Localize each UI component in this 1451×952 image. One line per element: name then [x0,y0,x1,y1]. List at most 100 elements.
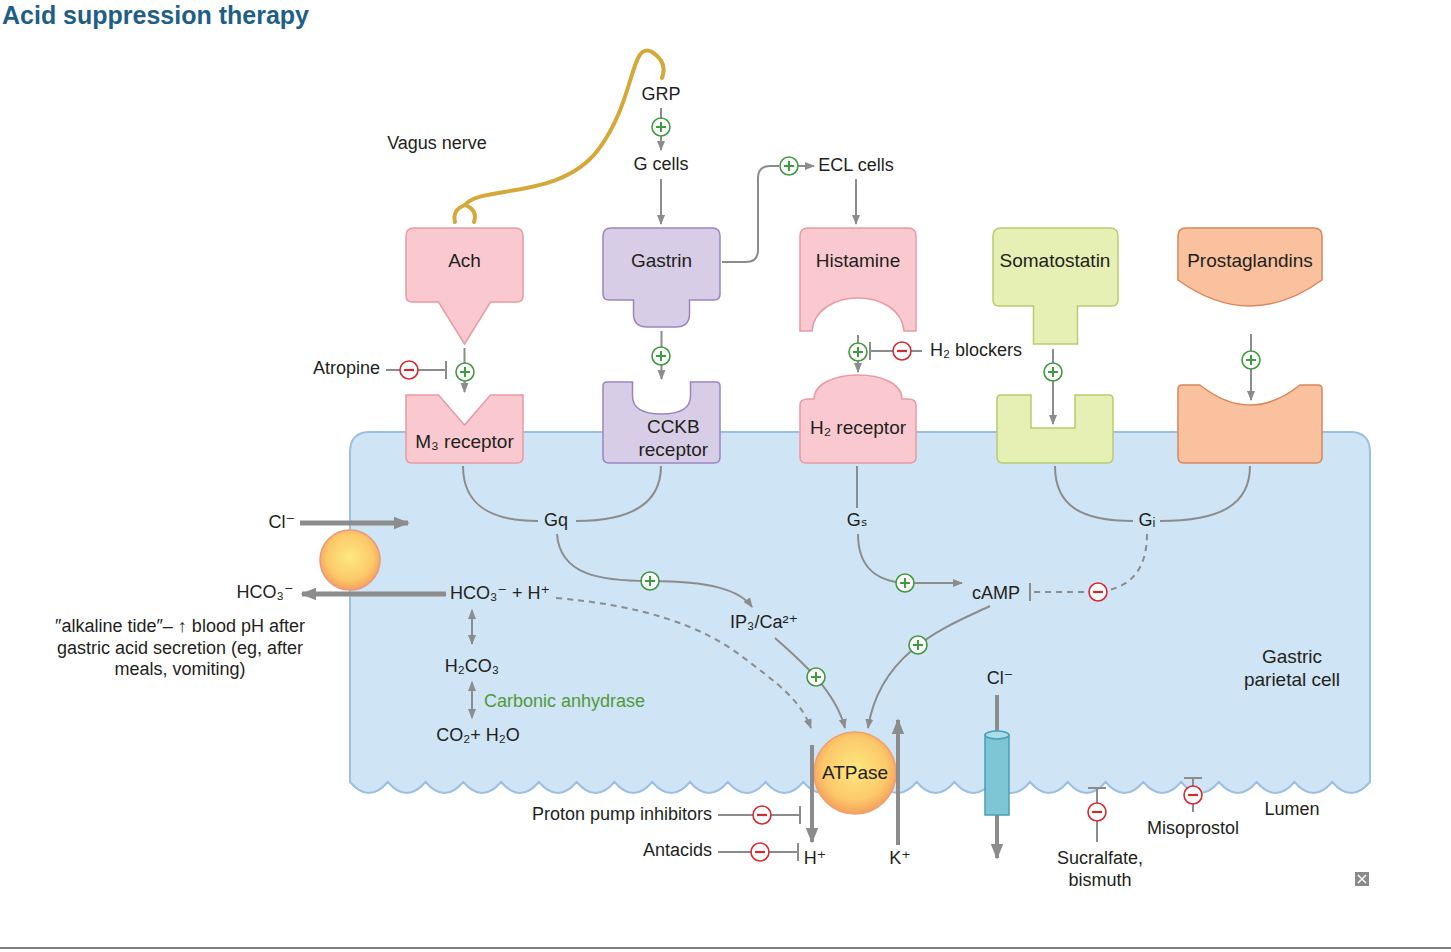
ligand-shape [993,228,1118,344]
signal-lines [463,466,1250,861]
node-label: Somatostatin [1000,250,1111,273]
annotation-label: H₂ blockers [930,340,1022,362]
bicarbonate-arrow [302,592,446,597]
node-label: ATPase [822,762,888,785]
minus-symbol [1088,803,1106,821]
transport-arrows [300,523,997,858]
ligand-shape [603,228,720,327]
minus-symbol [1089,583,1107,601]
plus-symbol [780,157,798,175]
prostaglandin-receptor [1178,385,1322,463]
minus-symbol [751,843,769,861]
ligand-shape [1178,228,1322,306]
potassium-arrow [896,720,900,845]
annotation-label: Cl⁻ [987,668,1014,690]
signal-arrow [868,606,990,728]
minus-symbol [1184,786,1202,804]
annotation-label: Carbonic anhydrase [484,691,645,713]
signal-line [856,466,858,508]
annotation-label: Lumen [1264,799,1319,821]
signal-line [463,466,538,521]
annotation-label: ″alkaline tide″– ↑ blood pH after gastri… [55,616,305,681]
inhibitor-line [870,342,922,360]
stimulus-arrow [855,179,857,224]
annotation-label: Antacids [643,840,712,862]
logo-mark [1355,872,1369,886]
ligand-shape [603,228,720,328]
receptor-node: ATPase [813,731,897,815]
plus-symbol [849,343,867,361]
annotation-label: GRP [641,84,680,106]
ligand-node: Gastrin [603,228,720,328]
minus-symbol [893,342,911,360]
plus-symbol [652,347,670,365]
receptor-shape [800,375,916,463]
node-label: Gastrin [631,250,692,273]
node-label: Histamine [816,250,900,273]
stimulus-arrow [1052,349,1054,424]
signal-arrow [557,534,752,607]
receptor-shape [603,382,720,463]
equilibrium-arrow [471,610,473,644]
annotation-label: CO₂+ H₂O [436,725,520,747]
annotation-label: Proton pump inhibitors [532,804,712,826]
annotation-label: HCO₃⁻ [237,582,294,604]
receptor-node: M₃ receptor [406,395,523,463]
plus-symbol [1242,351,1260,369]
plus-symbol [456,363,474,381]
annotation-label: Sucralfate, bismuth [1045,848,1155,891]
annotation-label: G cells [633,154,688,176]
minus-symbol [753,806,771,824]
annotation-label: Misoprostol [1147,818,1239,840]
stimulus-line [722,166,779,262]
plus-symbol [807,668,825,686]
minus-symbol [400,361,418,379]
ligand-shape [800,228,916,332]
ligand-shape [406,228,523,345]
inhibitor-line [1030,534,1147,592]
annotation-label: K⁺ [889,848,911,870]
chloride-channel [985,731,1009,739]
annotation-label: Gₛ [847,510,868,532]
node-label: M₃ receptor [415,431,514,454]
receptor-node: CCKB receptor [603,382,720,463]
plus-symbol [896,574,914,592]
chloride-arrow [300,521,408,526]
ligand-node: Histamine [800,228,916,332]
annotation-label: Atropine [313,358,380,380]
pathway-arrows [386,108,1251,424]
annotation-label: Gq [544,510,568,532]
chloride-channel [985,735,1009,815]
signal-line [576,466,661,521]
equilibrium-arrow [471,682,473,718]
annotation-label: Gᵢ [1139,510,1156,532]
ligand-node: Prostaglandins [1178,228,1322,310]
annotation-label: ECL cells [818,155,893,177]
exchanger-protein [320,530,380,590]
ligand-shape [800,228,916,331]
logo-mark [1358,875,1366,883]
inhibitor-line [718,806,800,824]
receptor-node: H₂ receptor [800,375,916,463]
nerve-fiber [465,50,664,205]
inhibitor-line [386,361,446,379]
receptor-shape [406,395,523,463]
annotation-label: H₂CO₃ [445,656,499,678]
plus-symbol [652,118,670,136]
annotation-label: H⁺ [804,848,827,870]
ligand-shape [993,228,1118,345]
ligand-shape [406,228,523,344]
node-label: Ach [448,250,481,273]
ligand-node: Somatostatin [993,228,1118,345]
cell-region: Gastric parietal cellM₃ receptorCCKB rec… [350,432,1370,804]
plus-symbol [1044,363,1062,381]
node-label: Gastric parietal cell [1237,646,1347,692]
plus-symbol [641,572,659,590]
annotation-label: IP₃/Ca²⁺ [730,612,798,634]
signal-arrow [775,638,845,728]
node-label: Prostaglandins [1187,250,1313,273]
diagram-title: Acid suppression therapy [2,0,309,30]
signal-line [1160,466,1250,521]
